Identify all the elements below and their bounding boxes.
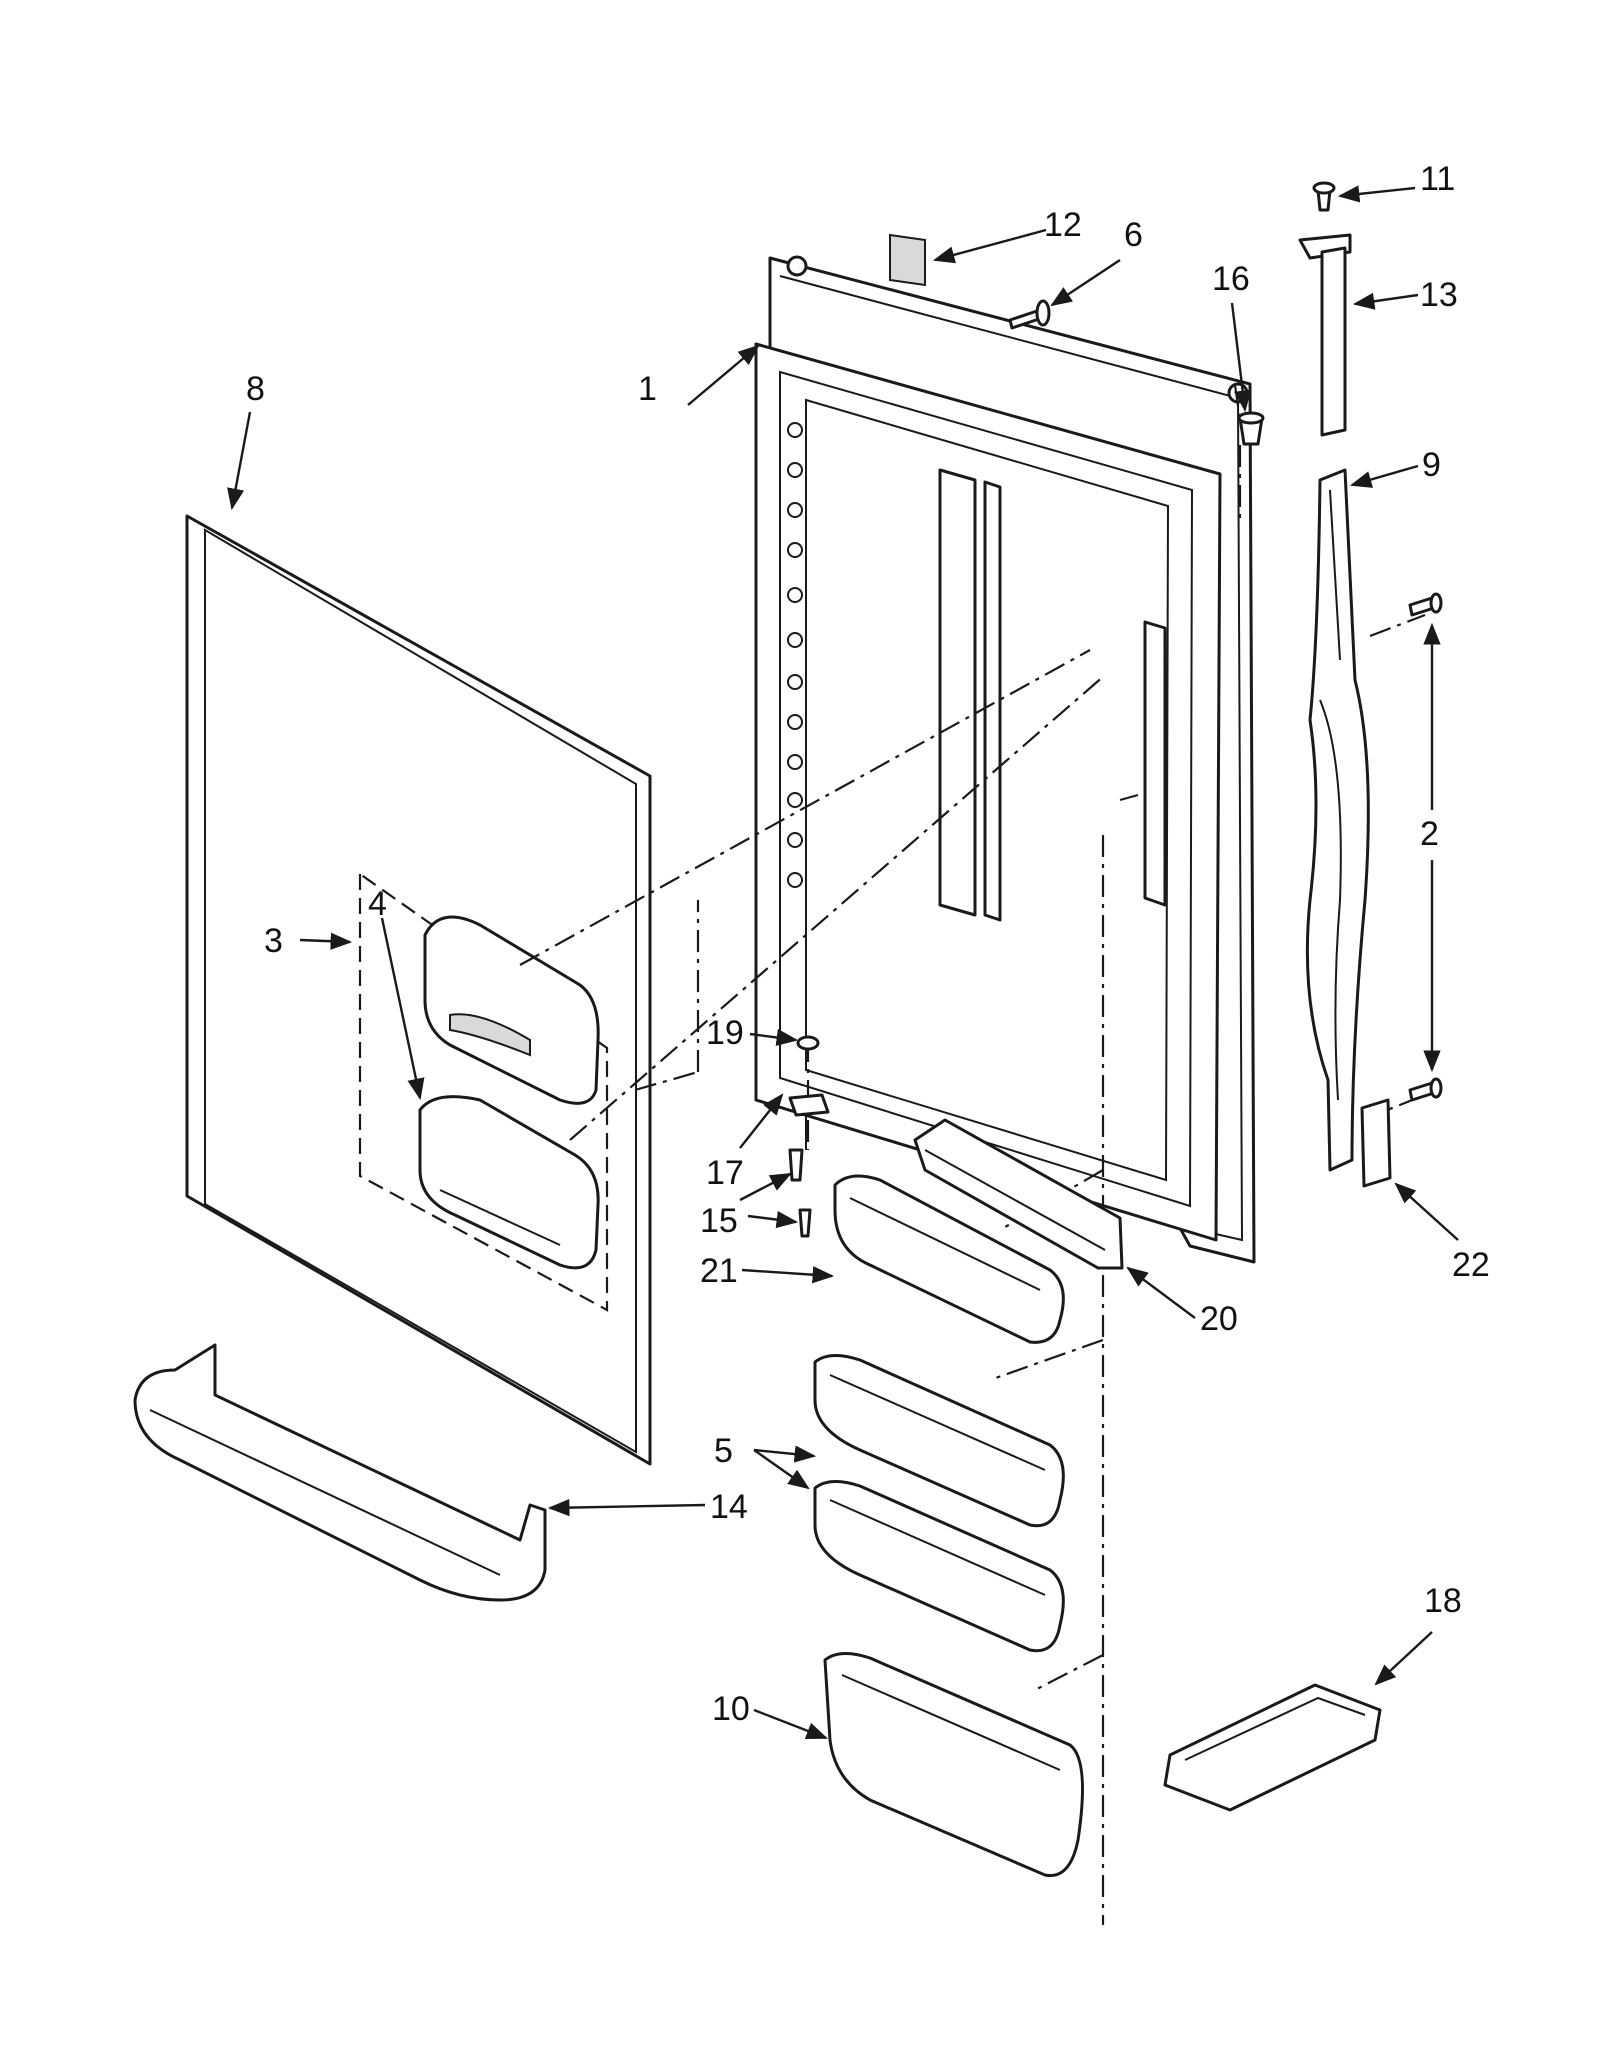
- trim-22: [1360, 1098, 1392, 1188]
- callout-1: 1: [638, 370, 657, 408]
- callout-12: 12: [1044, 206, 1082, 244]
- door-bin-10: [823, 1652, 1084, 1878]
- callout-15: 15: [700, 1202, 738, 1240]
- screw-6: [1008, 299, 1051, 330]
- screw-2-upper: [1408, 592, 1443, 617]
- callout-17: 17: [706, 1154, 744, 1192]
- label-12: [889, 233, 926, 287]
- handle-bracket-13: [1298, 233, 1352, 437]
- callout-11: 11: [1420, 160, 1455, 198]
- callout-4: 4: [368, 885, 387, 923]
- callout-2: 2: [1420, 815, 1439, 853]
- callout-20: 20: [1200, 1300, 1238, 1338]
- screw-2-lower: [1408, 1077, 1443, 1102]
- callout-labels: 1 2 3 4 5 6 8 9 10 11 12 13 14 15 16 17 …: [246, 160, 1490, 1728]
- callout-16: 16: [1212, 260, 1250, 298]
- callout-8: 8: [246, 370, 265, 408]
- ice-dispenser-housing: [423, 915, 600, 1105]
- screw-11: [1312, 181, 1336, 212]
- bracket-17: [788, 1093, 830, 1150]
- door-bin-21: [833, 1174, 1065, 1344]
- plug-16: [1237, 411, 1265, 446]
- callout-6: 6: [1124, 216, 1143, 254]
- callout-3: 3: [264, 922, 283, 960]
- washer-19: [796, 1035, 820, 1051]
- callout-5: 5: [714, 1432, 733, 1470]
- door-handle-9: [1305, 468, 1370, 1172]
- shelf-peg-holes: [787, 422, 803, 888]
- leader-arrows: [227, 185, 1459, 1740]
- callout-10: 10: [712, 1690, 750, 1728]
- crisper-tray-18: [1163, 1683, 1382, 1812]
- callout-14: 14: [710, 1488, 748, 1526]
- callout-22: 22: [1452, 1246, 1490, 1284]
- ice-bin-tray: [418, 1095, 600, 1270]
- screws-15: [788, 1148, 812, 1238]
- callout-13: 13: [1420, 276, 1458, 314]
- door-bin-14: [133, 1343, 547, 1602]
- bin-rail-20: [913, 1118, 1124, 1270]
- callout-9: 9: [1422, 446, 1441, 484]
- door-bin-5-upper: [813, 1354, 1065, 1528]
- callout-19: 19: [706, 1014, 744, 1052]
- callout-21: 21: [700, 1252, 738, 1290]
- callout-18: 18: [1424, 1582, 1462, 1620]
- door-bin-5-lower: [813, 1480, 1065, 1653]
